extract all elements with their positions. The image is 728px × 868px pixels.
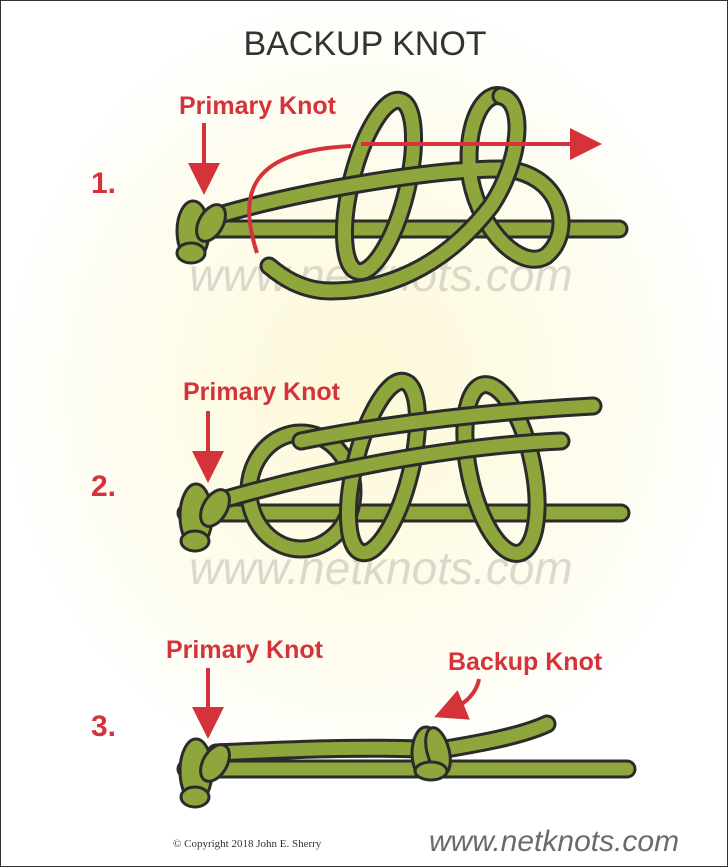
primary-knot (175, 199, 227, 265)
step-number: 3. (91, 710, 116, 743)
rope (176, 714, 637, 809)
direction-arrow (247, 144, 352, 254)
rope (175, 86, 629, 301)
rope (176, 371, 631, 563)
website-text: www.netknots.com (429, 825, 679, 858)
primary-knot (178, 737, 231, 809)
backup-knot (410, 725, 452, 782)
step-3: 3. Primary Knot Backup Knot (91, 636, 637, 809)
primary-knot (178, 482, 231, 553)
primary-knot-label: Primary Knot (166, 636, 324, 664)
step-1: 1. Primary Knot (91, 86, 629, 301)
step-2: 2. Primary Knot (91, 371, 631, 563)
step-number: 1. (91, 167, 116, 200)
copyright-text: © Copyright 2018 John E. Sherry (173, 838, 322, 850)
step-number: 2. (91, 470, 116, 503)
primary-knot-label: Primary Knot (179, 92, 337, 120)
primary-knot-label: Primary Knot (183, 378, 341, 406)
diagram-title: BACKUP KNOT (243, 25, 486, 63)
backup-knot-label: Backup Knot (448, 648, 603, 676)
arrow-curved-icon (434, 678, 481, 720)
